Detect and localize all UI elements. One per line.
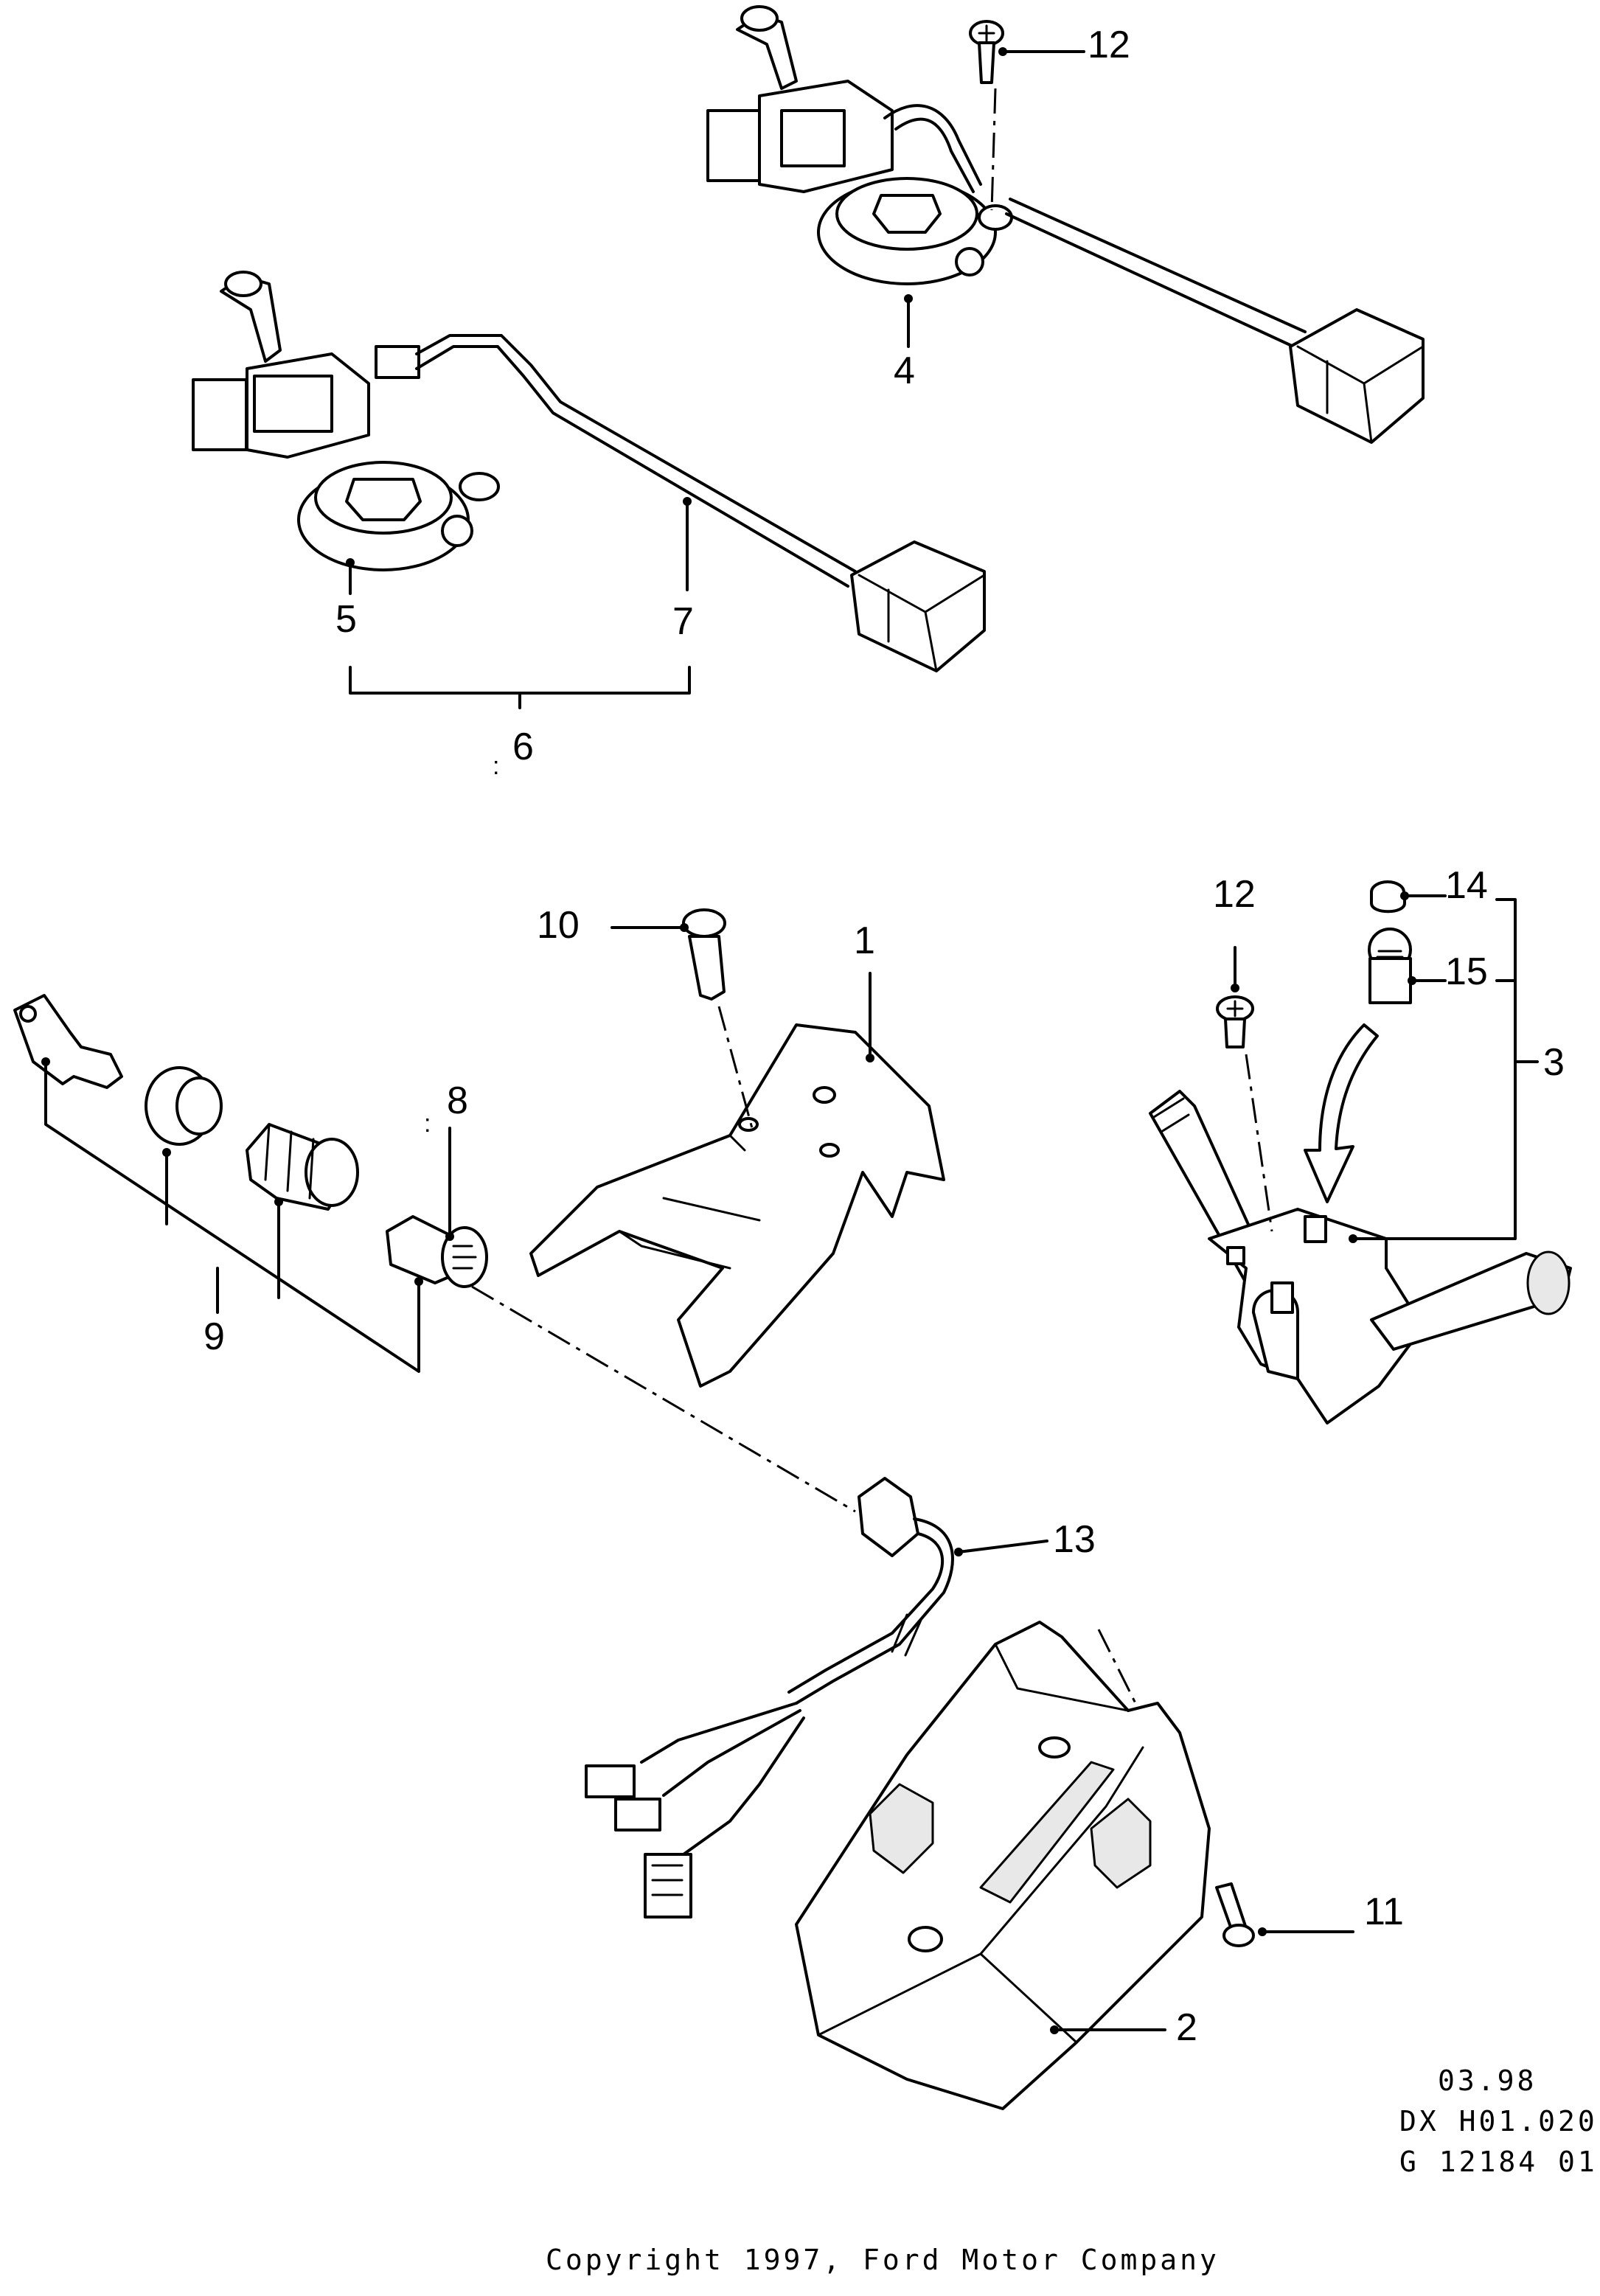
reference-drawing: G 12184 01 <box>1399 2146 1598 2178</box>
part-14-bulb-holder <box>1370 880 1406 914</box>
reference-code: DX H01.020 <box>1399 2105 1598 2137</box>
assembly-arrow <box>1304 1023 1379 1203</box>
callout-2: 2 <box>1176 2006 1197 2049</box>
callout-13: 13 <box>1053 1518 1096 1561</box>
callout-12-top: 12 <box>1088 24 1130 66</box>
callout-8: 8 <box>447 1079 468 1122</box>
bracket-6 <box>349 666 691 709</box>
callout-10: 10 <box>537 904 580 947</box>
part-13-wiring-harness <box>585 1477 954 1918</box>
part-3-combination-switch <box>1149 1090 1572 1424</box>
marker-8: : <box>424 1110 431 1138</box>
callout-7: 7 <box>672 600 694 643</box>
part-4-switch-assembly <box>706 5 1425 444</box>
callout-15: 15 <box>1445 950 1488 993</box>
part-12-screw-right <box>1216 995 1254 1048</box>
callout-3: 3 <box>1543 1041 1565 1084</box>
part-9-key-cylinder-set <box>13 994 359 1211</box>
marker-6: : <box>493 752 499 780</box>
callout-9: 9 <box>204 1315 225 1358</box>
reference-date: 03.98 <box>1438 2064 1537 2097</box>
part-1-upper-shroud <box>529 1023 945 1388</box>
callout-4: 4 <box>894 349 915 392</box>
copyright-footer: Copyright 1997, Ford Motor Company <box>546 2244 1220 2276</box>
part-7-harness <box>375 334 986 672</box>
part-12-screw-top <box>969 20 1004 84</box>
callout-11: 11 <box>1364 1890 1404 1933</box>
part-8-lock-barrel <box>386 1215 488 1288</box>
callout-6: 6 <box>512 726 534 768</box>
callout-12-right: 12 <box>1213 873 1256 916</box>
part-2-lower-shroud <box>795 1621 1211 2110</box>
callout-1: 1 <box>854 919 875 962</box>
part-15-bulb <box>1368 928 1412 1004</box>
callout-14: 14 <box>1445 864 1488 907</box>
part-10-screw <box>682 908 726 1001</box>
part-11-screw <box>1215 1882 1255 1947</box>
callout-5: 5 <box>335 598 357 641</box>
part-5-switch <box>192 271 500 571</box>
